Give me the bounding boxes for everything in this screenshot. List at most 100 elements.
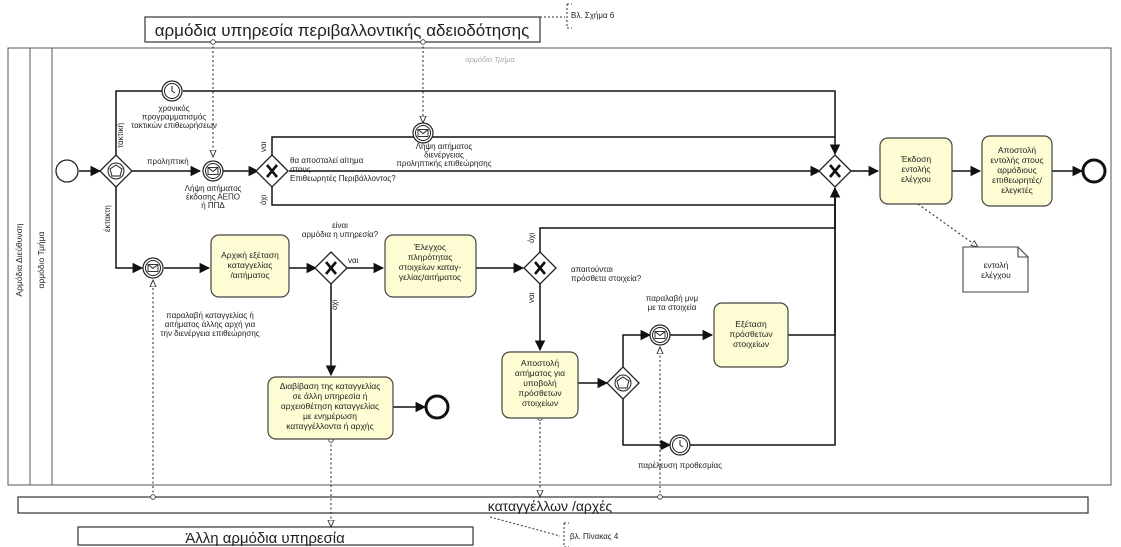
- task-forward-label-line: με ενημέρωση: [303, 411, 357, 421]
- gateway-g1-label-line: Επιθεωρητές Περιβάλλοντος?: [290, 174, 396, 183]
- timer-label-line: χρονικός: [158, 104, 189, 113]
- msg-aepo-label-line: Λήψη αιτήματος: [185, 184, 242, 193]
- task-send-req-label-line: πρόσθετων: [518, 388, 561, 398]
- flow-label-taktiki: τακτική: [116, 123, 125, 148]
- task-examine-label-line: στοιχείων: [733, 339, 769, 349]
- msg-complaint-label-line: παραλαβή καταγγελίας ή: [166, 311, 254, 320]
- gateway-g1-label-line: θα αποσταλεί αίτημα: [290, 156, 364, 165]
- message-data-icon: [649, 324, 671, 346]
- task-check-label-line: πληρότητας: [408, 252, 453, 262]
- flow-label-g2-no: όχι: [330, 300, 339, 310]
- event-gateway-data: [606, 366, 640, 400]
- gateway-g3-label-line: απαιτούνται: [571, 265, 613, 274]
- ref-bottom: βλ. Πίνακας 4: [489, 516, 619, 547]
- pool-top-label: αρμόδια υπηρεσία περιβαλλοντικής αδειοδό…: [155, 21, 530, 40]
- timer-label-line: τακτικών επιθεωρήσεων: [131, 121, 217, 130]
- task-examine-data: [713, 302, 789, 368]
- msg-request-label-line: διενέργειας: [424, 151, 464, 160]
- data-object-label-line: εντολή: [984, 260, 1009, 270]
- task-check-label-line: γελίας/αιτήματος: [399, 272, 461, 282]
- timer-icon: [161, 80, 183, 102]
- timer-deadline-icon: [669, 434, 691, 456]
- task-send-order-label-line: επιθεωρητές/: [992, 175, 1043, 185]
- flow-label-g3-no: όχι: [527, 233, 536, 243]
- data-object-order: [962, 246, 1029, 293]
- msg-complaint-label-line: αιτήματος άλλης αρχή για: [165, 320, 256, 329]
- message-request-icon: [412, 122, 434, 144]
- message-aepo-icon: [202, 160, 224, 182]
- gateway-g2-label-line: αρμόδια η υπηρεσία?: [302, 230, 379, 239]
- ref-bottom-label: βλ. Πίνακας 4: [570, 532, 619, 541]
- task-initial-label-line: Αρχική εξέταση: [221, 250, 279, 260]
- task-check-label-line: Έλεγχος: [413, 242, 446, 252]
- pool-bottom-label: καταγγέλλων /αρχές: [488, 498, 613, 514]
- sequence-flows: [79, 90, 1084, 451]
- task-issue-label-line: ελέγχου: [901, 174, 931, 184]
- flow-label-g3-yes: ναι: [527, 292, 536, 303]
- flow-label-ektakti: έκτακτη: [103, 205, 112, 232]
- message-complaint-icon: [142, 257, 164, 279]
- task-initial-label-line: καταγγελίας: [228, 260, 273, 270]
- task-send-order-label-line: εντολής στους: [990, 155, 1043, 165]
- msg-data-label-line: με τα στοιχεία: [648, 303, 697, 312]
- msg-aepo-label-line: έκδοσης ΑΕΠΟ: [186, 193, 240, 202]
- task-issue-order: [879, 137, 953, 205]
- start-event: [55, 159, 79, 183]
- task-send-req-label-line: υποβολή: [523, 378, 557, 388]
- flow-label-proliptiki: προληπτική: [147, 157, 189, 166]
- task-send-order-label-line: ελεγκτές: [1001, 185, 1033, 195]
- lane-outer-label: Αρμόδια Διεύθυνση: [14, 223, 24, 296]
- msg-aepo-label-line: ή ΠΠΔ: [201, 201, 225, 210]
- flow-label-g2-yes: ναι: [348, 256, 359, 265]
- task-forward-label-line: καταγγέλλοντα ή αρχής: [286, 421, 374, 431]
- task-forward-label-line: Διαβίβαση της καταγγελίας: [280, 381, 381, 391]
- exclusive-gateway-g2: [314, 251, 348, 285]
- task-forward-label-line: αρχειοθέτηση καταγγελίας: [281, 401, 379, 411]
- pool-bottom2-label: Άλλη αρμόδια υπηρεσία: [185, 530, 345, 547]
- end-event-main: [1081, 158, 1107, 184]
- exclusive-gateway-g3: [523, 251, 557, 285]
- task-forward-complaint: [267, 376, 394, 440]
- msg-request-label-line: Λήψη αιτήματος: [416, 142, 473, 151]
- msg-request-label-line: προληπτικής επιθεώρησης: [396, 159, 491, 168]
- gateway-g3-label-line: πρόσθετα στοιχεία?: [571, 274, 642, 283]
- task-initial-label-line: /αιτήματος: [230, 270, 269, 280]
- task-examine-label-line: Εξέταση: [735, 319, 767, 329]
- flow-label-g1-no: όχι: [259, 195, 268, 205]
- task-send-req-label-line: αιτήματος για: [515, 368, 565, 378]
- exclusive-gateway-merge: [818, 154, 852, 188]
- task-initial-exam: [210, 234, 290, 298]
- task-issue-label-line: εντολής: [902, 164, 931, 174]
- pool-bottom2: Άλλη αρμόδια υπηρεσία: [77, 526, 474, 547]
- task-send-request: [501, 351, 579, 419]
- gateway-g1-label-line: στους: [290, 165, 311, 174]
- task-send-order-label-line: Αποστολή: [998, 145, 1036, 155]
- ref-top-label: Βλ. Σχήμα 6: [571, 11, 615, 20]
- task-examine-label-line: πρόσθετων: [729, 329, 772, 339]
- pool-top: αρμόδια υπηρεσία περιβαλλοντικής αδειοδό…: [144, 16, 541, 43]
- task-completeness-check: [384, 234, 477, 298]
- msg-complaint-label-line: την διενέργεια επιθεώρησης: [160, 329, 259, 338]
- gateway-g2-label-line: είναι: [332, 221, 348, 230]
- exclusive-gateway-g1: [255, 154, 289, 188]
- data-object-label-line: ελέγχου: [981, 270, 1011, 280]
- event-gateway-start: [99, 154, 133, 188]
- task-check-label-line: στοιχείων καταγ-: [399, 262, 462, 272]
- task-send-req-label-line: στοιχείων: [522, 398, 558, 408]
- message-flows: [153, 42, 978, 527]
- pool-bottom: καταγγέλλων /αρχές: [17, 496, 1089, 514]
- task-send-order-label-line: αρμόδιους: [997, 165, 1036, 175]
- lane-watermark: αρμόδιο Τμήμα: [465, 55, 515, 64]
- msg-data-label-line: παραλαβή μνμ: [646, 294, 699, 303]
- task-forward-label-line: σε άλλη υπηρεσία ή: [293, 391, 368, 401]
- lane-inner-label: αρμόδιο Τμήμα: [36, 231, 46, 288]
- flow-label-g1-yes: ναι: [259, 141, 268, 152]
- ref-top: Βλ. Σχήμα 6: [540, 3, 615, 29]
- end-event-forward: [424, 394, 450, 420]
- task-issue-label-line: Έκδοση: [900, 154, 932, 164]
- timer-deadline-label-line: παρέλευση προθεσμίας: [638, 461, 722, 470]
- timer-label-line: προγραμματισμός: [142, 113, 206, 122]
- task-send-order: [981, 135, 1053, 207]
